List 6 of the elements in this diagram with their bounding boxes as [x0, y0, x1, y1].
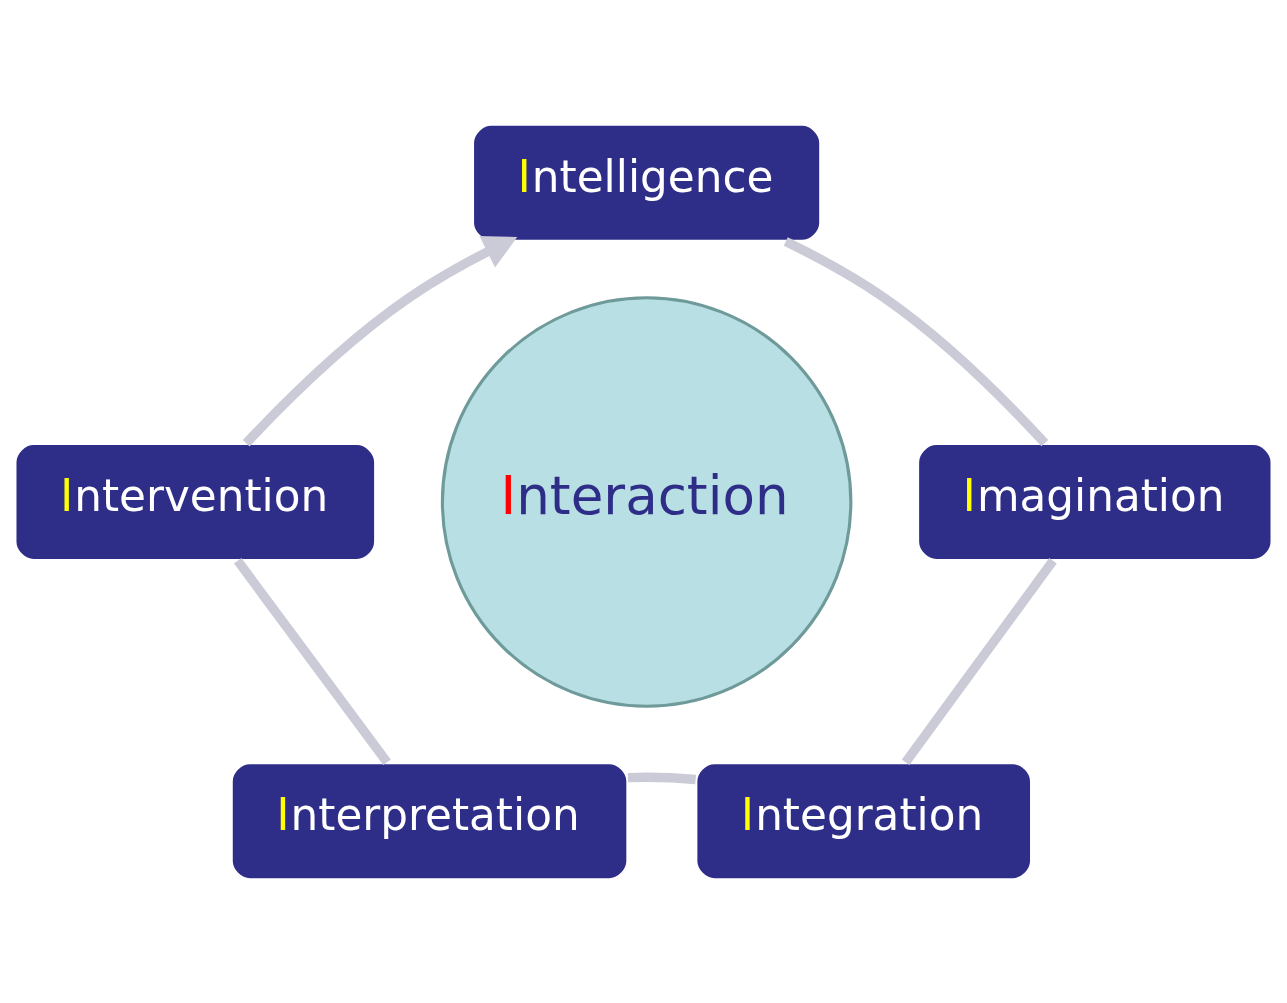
- connector: [783, 236, 1049, 446]
- arrow: [242, 235, 518, 446]
- connector: [627, 772, 697, 784]
- connector: [901, 557, 1057, 765]
- connector: [233, 557, 391, 765]
- node-circle: Interaction: [440, 295, 853, 708]
